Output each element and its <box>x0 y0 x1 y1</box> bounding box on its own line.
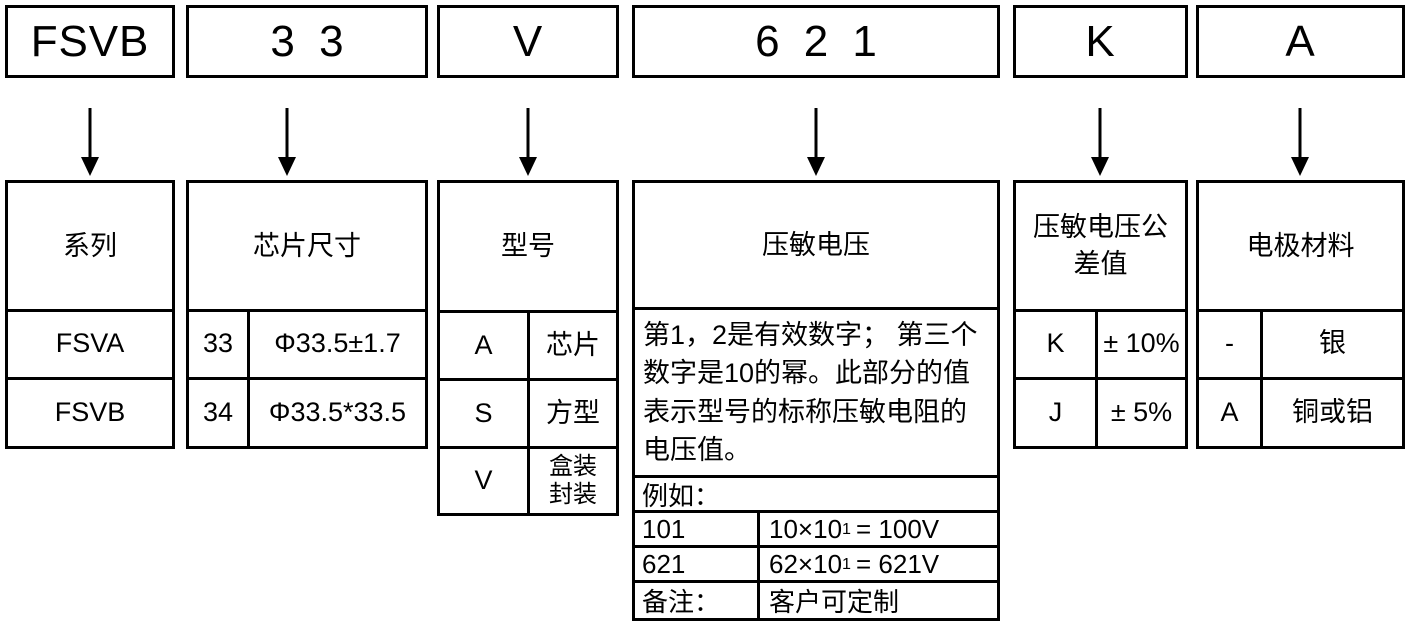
model-code: V <box>440 449 530 513</box>
code-box-tolerance: K <box>1013 5 1188 78</box>
model-desc: 芯片 <box>546 329 600 360</box>
model-code: S <box>440 381 530 446</box>
column-chip-size-header: 芯片尺寸 <box>189 183 425 312</box>
table-row: A 芯片 <box>440 313 616 381</box>
table-row: V 盒装 封装 <box>440 449 616 513</box>
electrode-code: A <box>1199 379 1263 446</box>
arrow-to-electrode <box>1291 108 1309 176</box>
series-value: FSVA <box>55 328 125 359</box>
column-tolerance-header: 压敏电压公差值 <box>1016 183 1185 312</box>
model-desc-line2: 封装 <box>549 481 597 508</box>
code-box-chip-size-text: 33 <box>270 16 368 66</box>
example-code: 621 <box>635 548 760 580</box>
code-box-series-text: FSVB <box>30 16 150 66</box>
table-row: A 铜或铝 <box>1199 379 1402 446</box>
chip-size-code: 33 <box>189 311 250 377</box>
table-row: 33 Φ33.5±1.7 <box>189 311 425 380</box>
tolerance-desc: ± 5% <box>1110 397 1173 427</box>
table-row: J ± 5% <box>1016 379 1185 446</box>
example-formula-result: = 621V <box>856 548 940 579</box>
chip-size-desc: Φ33.5*33.5 <box>268 397 407 427</box>
code-box-electrode-text: A <box>1285 16 1316 66</box>
table-row: - 银 <box>1199 311 1402 380</box>
example-label-row: 例如： <box>635 478 997 513</box>
column-varistor-voltage-header: 压敏电压 <box>635 183 997 310</box>
column-varistor-voltage: 压敏电压 第1，2是有效数字； 第三个数字是10的幂。此部分的值表示型号的标称压… <box>632 180 1000 621</box>
tolerance-code: J <box>1016 379 1098 446</box>
note-label: 备注： <box>635 583 760 618</box>
arrow-to-tolerance <box>1091 108 1109 176</box>
table-row: FSVB <box>8 380 172 446</box>
code-box-model-text: V <box>512 16 544 66</box>
column-chip-size: 芯片尺寸 33 Φ33.5±1.7 34 Φ33.5*33.5 <box>186 180 428 449</box>
arrow-to-varistor-voltage <box>807 108 825 176</box>
example-label: 例如： <box>642 480 721 511</box>
electrode-code: - <box>1199 311 1263 377</box>
table-row: S 方型 <box>440 381 616 449</box>
example-formula-result: = 100V <box>856 513 940 544</box>
code-box-tolerance-text: K <box>1085 16 1116 66</box>
note-row: 备注： 客户可定制 <box>635 583 997 618</box>
column-electrode: 电极材料 - 银 A 铜或铝 <box>1196 180 1405 449</box>
code-box-model: V <box>437 5 619 78</box>
example-formula-base: 10×10 <box>769 513 843 544</box>
table-row: FSVA <box>8 312 172 380</box>
model-desc-line1: 盒装 <box>549 452 597 480</box>
column-series-header: 系列 <box>8 183 172 312</box>
code-box-voltage: 621 <box>632 5 1000 78</box>
column-tolerance: 压敏电压公差值 K ± 10% J ± 5% <box>1013 180 1188 449</box>
column-electrode-header: 电极材料 <box>1199 183 1402 312</box>
electrode-desc: 银 <box>1319 328 1346 359</box>
code-box-voltage-text: 621 <box>755 16 902 66</box>
model-code: A <box>440 313 530 378</box>
chip-size-desc: Φ33.5±1.7 <box>274 328 401 359</box>
arrow-to-model <box>519 108 537 176</box>
column-series: 系列 FSVA FSVB <box>5 180 175 449</box>
model-desc: 方型 <box>546 397 600 428</box>
note-value: 客户可定制 <box>769 587 900 617</box>
example-code: 101 <box>635 513 760 545</box>
table-row: 34 Φ33.5*33.5 <box>189 379 425 446</box>
tolerance-code: K <box>1016 311 1098 377</box>
varistor-voltage-description: 第1，2是有效数字； 第三个数字是10的幂。此部分的值表示型号的标称压敏电阻的电… <box>635 310 997 478</box>
electrode-desc: 铜或铝 <box>1292 397 1373 427</box>
table-row: K ± 10% <box>1016 311 1185 380</box>
chip-size-code: 34 <box>189 379 250 446</box>
example-formula-base: 62×10 <box>769 548 843 579</box>
code-box-chip-size: 33 <box>186 5 428 78</box>
arrow-to-series <box>81 108 99 176</box>
code-box-electrode: A <box>1196 5 1405 78</box>
code-box-series: FSVB <box>5 5 175 78</box>
model-desc: 盒装 封装 <box>530 449 616 513</box>
column-model-header: 型号 <box>440 183 616 313</box>
series-value: FSVB <box>54 397 126 427</box>
tolerance-desc: ± 10% <box>1103 328 1180 359</box>
column-model: 型号 A 芯片 S 方型 V 盒装 封装 <box>437 180 619 516</box>
arrow-to-chip-size <box>278 108 296 176</box>
